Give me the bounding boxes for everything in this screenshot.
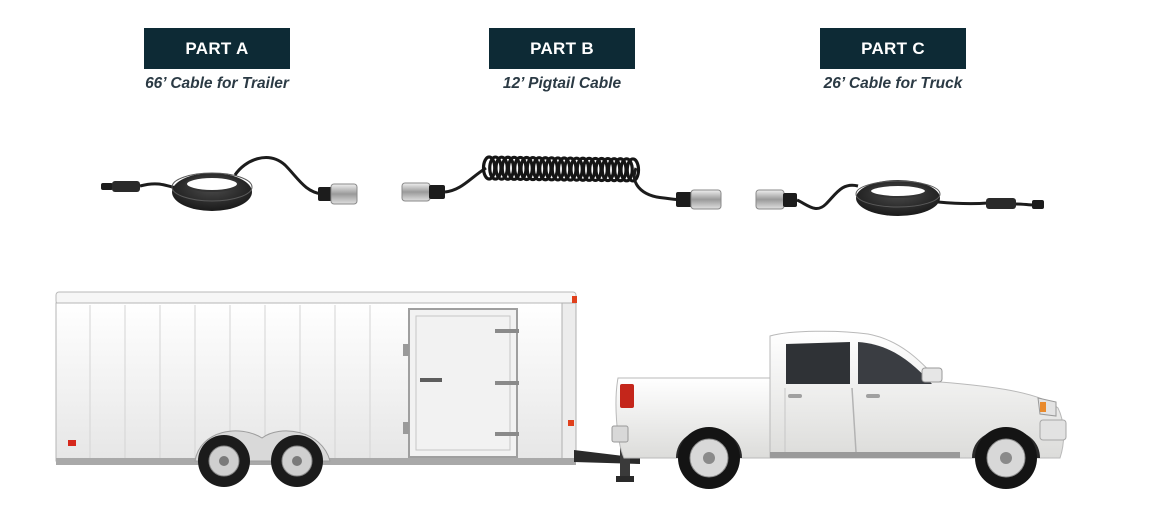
part-b-cable-icon <box>401 155 722 210</box>
part-c-header: PART C 26’ Cable for Truck <box>763 28 1023 93</box>
pigtail-coil-loop <box>625 157 641 183</box>
part-b-badge: PART B <box>489 28 635 69</box>
part-a-cable-icon <box>101 156 358 211</box>
part-b-header: PART B 12’ Pigtail Cable <box>432 28 692 93</box>
part-c-caption: 26’ Cable for Truck <box>823 75 963 92</box>
part-a-caption: 66’ Cable for Trailer <box>145 75 289 92</box>
trailer-icon <box>55 291 640 487</box>
pigtail-coil-loop <box>619 157 634 183</box>
part-c-badge: PART C <box>820 28 966 69</box>
part-c-cable-icon <box>755 180 1044 216</box>
part-a-header: PART A 66’ Cable for Trailer <box>87 28 347 93</box>
pickup-truck-icon <box>611 330 1067 489</box>
part-b-caption: 12’ Pigtail Cable <box>502 75 622 92</box>
part-a-badge: PART A <box>144 28 290 69</box>
